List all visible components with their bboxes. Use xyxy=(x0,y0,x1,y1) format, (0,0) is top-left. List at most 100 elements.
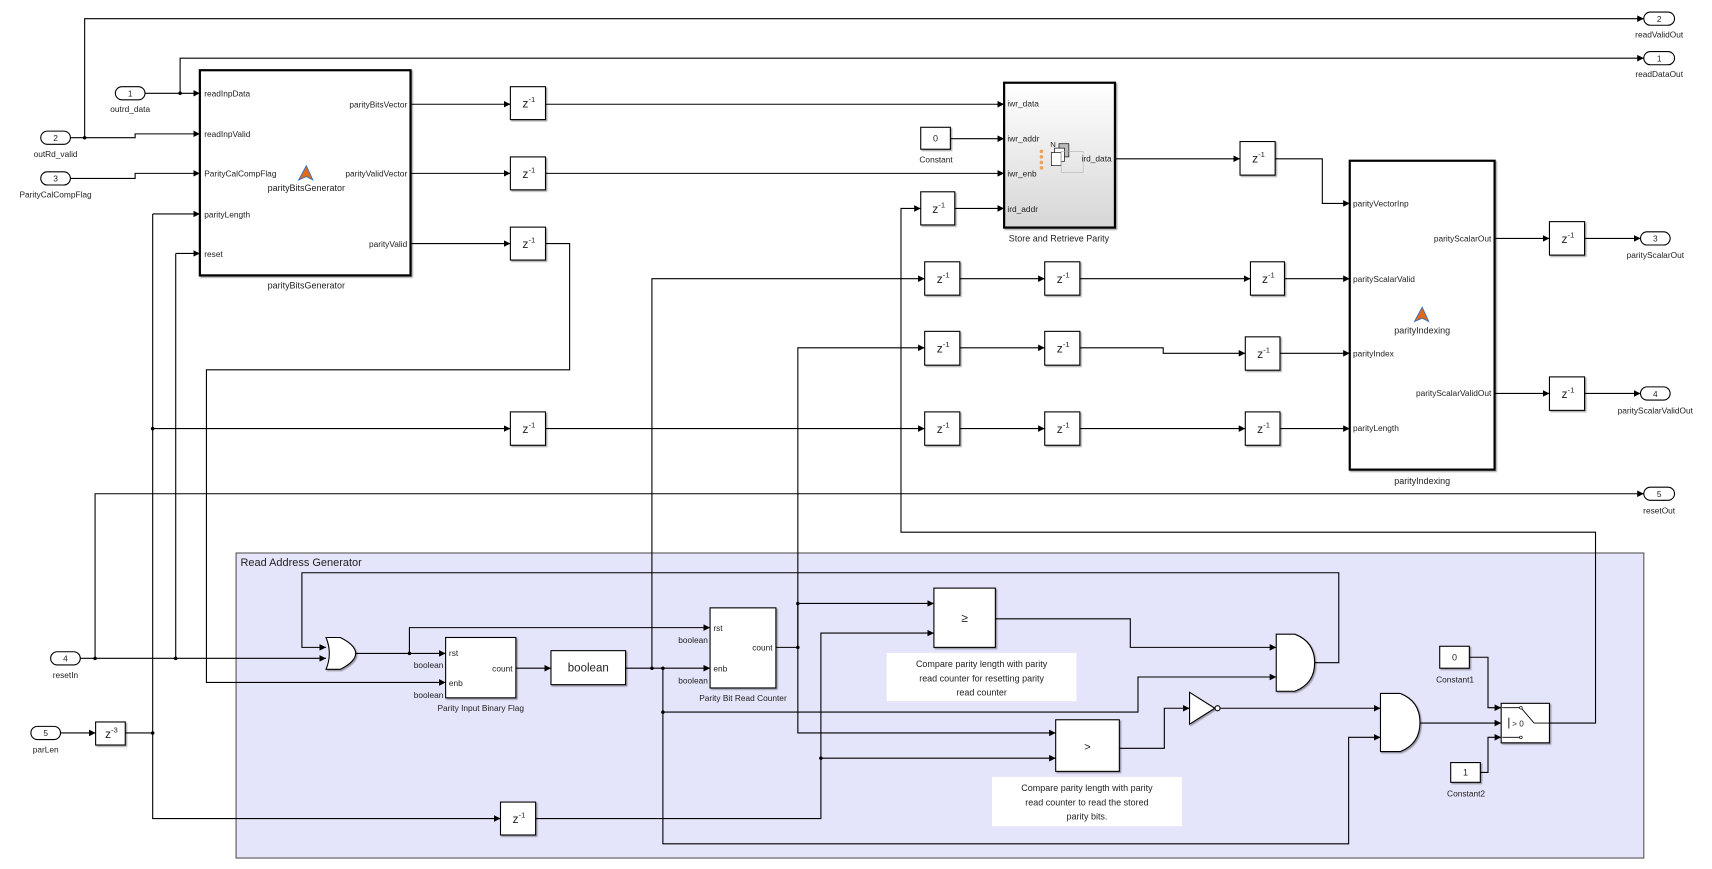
inport-2-outRd_valid[interactable]: 2 outRd_valid xyxy=(34,130,78,159)
signal-line xyxy=(408,624,711,654)
delay-operator: z-1 xyxy=(1257,345,1270,360)
constant-block[interactable]: 0 Constant xyxy=(919,126,953,164)
inport-number: 1 xyxy=(128,89,133,99)
constant1-block[interactable]: 0 Constant1 xyxy=(1436,645,1474,684)
parity-indexing-block[interactable]: parityVectorInp parityScalarValid parity… xyxy=(1348,159,1496,486)
delay-symbol: z xyxy=(937,342,943,356)
matlab-function-icon xyxy=(1413,306,1430,323)
port-rst: rst xyxy=(713,623,723,633)
outport-2-readvalidout[interactable]: 2 readValidOut xyxy=(1635,11,1684,39)
compare-gt-block[interactable]: > xyxy=(1055,719,1120,772)
branch-point xyxy=(178,91,182,96)
unit-delay-block[interactable]: z-1 xyxy=(924,411,961,446)
signal-line xyxy=(301,572,1340,664)
unit-delay-block[interactable]: z-1 xyxy=(1044,261,1081,296)
switch-criteria: > 0 xyxy=(1512,719,1524,728)
parity-input-binary-flag-block[interactable]: rst enb count boolean boolean Parity Inp… xyxy=(414,636,525,713)
parity-bits-generator-block[interactable]: readInpData readInpValid ParityCalCompFl… xyxy=(198,69,412,291)
delay-exponent: -1 xyxy=(1568,386,1575,395)
store-and-retrieve-parity-block[interactable]: iwr_data iwr_addr iwr_enb ird_addr ird_d… xyxy=(1003,81,1117,244)
delay-operator: z-1 xyxy=(937,340,950,355)
signal-line xyxy=(662,673,1277,713)
outport-label: parityScalarOut xyxy=(1627,250,1685,260)
branch-point xyxy=(796,645,800,650)
convert-label: boolean xyxy=(568,663,609,675)
unit-delay-block[interactable]: z-1 xyxy=(1548,221,1586,256)
unit-delay-block[interactable]: z-1 xyxy=(924,261,961,296)
port-type-rst: boolean xyxy=(678,635,708,645)
or-gate[interactable] xyxy=(325,636,357,670)
boolean-convert-block[interactable]: boolean xyxy=(550,650,627,686)
inport-1-outrd_data[interactable]: 1 outrd_data xyxy=(110,86,150,114)
delay-symbol: z xyxy=(1057,422,1063,436)
signal-line xyxy=(662,668,1381,845)
delay-symbol: z xyxy=(1057,342,1063,356)
port-paritybitsvector: parityBitsVector xyxy=(349,100,407,110)
inport-4-resetin[interactable]: 4 resetIn xyxy=(50,651,81,680)
unit-delay-block[interactable]: z-1 xyxy=(1244,336,1281,371)
delay-operator: z-1 xyxy=(522,235,535,250)
block-label: parityBitsGenerator xyxy=(268,281,345,291)
outport-3-parityscalarout[interactable]: 3 parityScalarOut xyxy=(1627,231,1685,260)
signal-line xyxy=(1275,158,1350,207)
unit-delay-z3-block[interactable]: z-3 xyxy=(95,721,126,746)
outport-4-parityscalarvalidout[interactable]: 4 parityScalarValidOut xyxy=(1618,386,1694,416)
delay-symbol: z xyxy=(105,727,111,741)
comment-compare-ge: Compare parity length with parity read c… xyxy=(886,652,1077,702)
unit-delay-block[interactable]: z-1 xyxy=(924,330,961,366)
port-parityvectorinp: parityVectorInp xyxy=(1353,198,1409,208)
delay-exponent: -1 xyxy=(943,270,950,279)
and-gate-reset[interactable] xyxy=(1275,633,1316,692)
delay-operator: z-1 xyxy=(1257,420,1270,435)
signal-line xyxy=(70,130,200,139)
unit-delay-block[interactable]: z-1 xyxy=(509,156,547,191)
constant-label: Constant xyxy=(919,154,953,164)
port-parityscalarout: parityScalarOut xyxy=(1434,233,1492,243)
and-gate-read[interactable] xyxy=(1379,692,1421,753)
unit-delay-block[interactable]: z-1 xyxy=(509,86,547,121)
unit-delay-block[interactable]: z-1 xyxy=(1244,411,1281,446)
constant2-block[interactable]: 1 Constant2 xyxy=(1447,762,1485,799)
delay-symbol: z xyxy=(1262,272,1268,286)
delay-operator: z-1 xyxy=(937,420,950,435)
compare-ge-block[interactable]: ≥ xyxy=(933,587,996,648)
unit-delay-block[interactable]: z-1 xyxy=(509,226,547,261)
outport-5-resetout[interactable]: 5 resetOut xyxy=(1643,486,1676,516)
delay-operator: z-1 xyxy=(522,420,535,435)
switch-block[interactable]: > 0 xyxy=(1500,702,1550,744)
inport-5-parlen[interactable]: 5 parLen xyxy=(30,725,62,755)
outport-1-readdataout[interactable]: 1 readDataOut xyxy=(1635,51,1684,79)
comment-compare-gt: Compare parity length with parity read c… xyxy=(992,776,1182,827)
inport-3-paritycalcompflag[interactable]: 3 ParityCalCompFlag xyxy=(19,171,92,200)
block-label: Store and Retrieve Parity xyxy=(1009,233,1110,243)
outport-number: 4 xyxy=(1653,389,1658,399)
inport-label: outrd_data xyxy=(110,104,150,114)
delay-symbol: z xyxy=(932,202,938,216)
ram-icon-label: N xyxy=(1050,140,1056,149)
signal-line xyxy=(1480,734,1502,773)
constant-value: 0 xyxy=(933,134,938,144)
delay-symbol: z xyxy=(522,237,528,251)
unit-delay-block[interactable]: z-1 xyxy=(1239,140,1276,176)
unit-delay-block[interactable]: z-1 xyxy=(1044,330,1081,366)
parity-bit-read-counter-block[interactable]: rst enb count boolean boolean Parity Bit… xyxy=(678,607,787,703)
branch-point xyxy=(93,656,97,661)
unit-delay-block[interactable]: z-1 xyxy=(1249,261,1286,296)
inport-number: 2 xyxy=(53,133,58,143)
delay-exponent: -1 xyxy=(1568,230,1575,239)
signal-line xyxy=(179,54,1644,94)
signal-line xyxy=(995,618,1277,651)
unit-delay-block[interactable]: z-1 xyxy=(920,191,956,226)
unit-delay-block[interactable]: z-1 xyxy=(1044,411,1081,446)
not-gate[interactable] xyxy=(1189,691,1221,726)
unit-delay-block[interactable]: z-1 xyxy=(509,411,547,446)
unit-delay-block[interactable]: z-1 xyxy=(1548,376,1586,411)
delay-symbol: z xyxy=(1057,272,1063,286)
block-label: Parity Input Binary Flag xyxy=(437,703,524,713)
port-count: count xyxy=(492,664,513,674)
delay-symbol: z xyxy=(522,422,528,436)
comment-line: Compare parity length with parity xyxy=(916,659,1048,669)
unit-delay-block[interactable]: z-1 xyxy=(499,801,537,836)
delay-exponent: -1 xyxy=(1263,345,1270,354)
